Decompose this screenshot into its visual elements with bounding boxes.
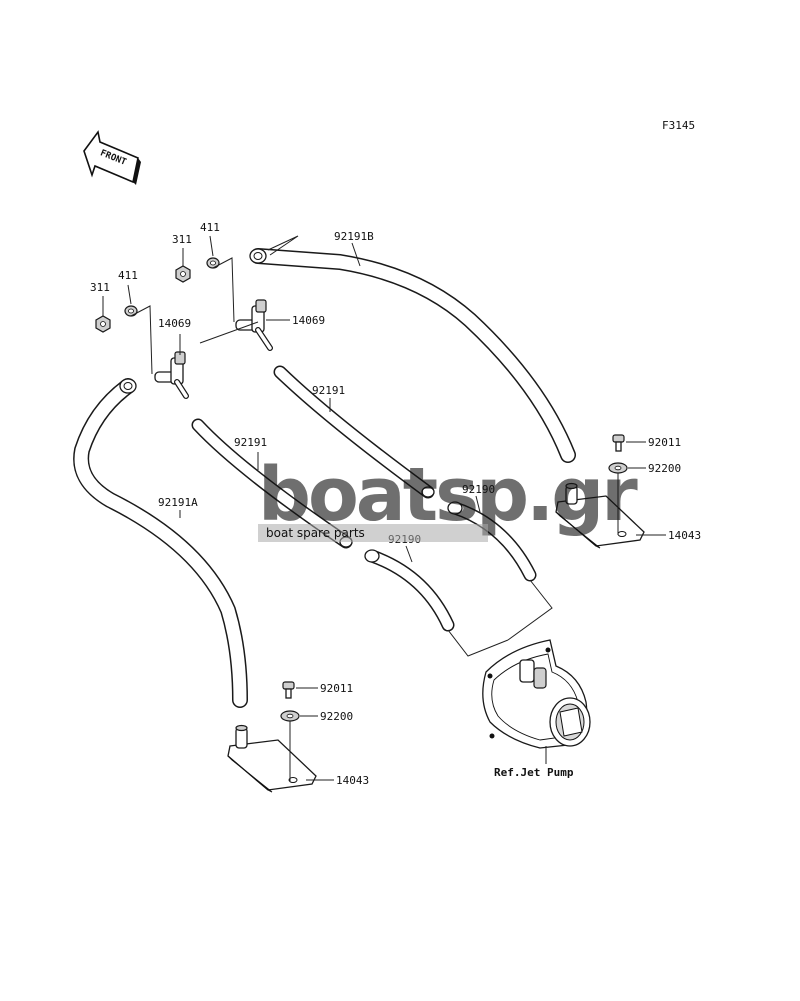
bolt-92011-icon bbox=[612, 434, 625, 452]
jet-pump-icon bbox=[482, 639, 591, 749]
nut-311-icon bbox=[175, 265, 191, 283]
callout-311: 311 bbox=[90, 281, 110, 294]
callout-92200: 92200 bbox=[648, 462, 681, 475]
callout-411: 411 bbox=[200, 221, 220, 234]
callout-92191: 92191 bbox=[234, 436, 267, 449]
watermark-tagline: boat spare parts bbox=[266, 526, 365, 540]
callout-14043: 14043 bbox=[336, 774, 369, 787]
callout-92191a: 92191A bbox=[158, 496, 198, 509]
hose-92190-right bbox=[447, 501, 537, 582]
callout-92200: 92200 bbox=[320, 710, 353, 723]
bracket-14043-icon bbox=[227, 724, 317, 793]
washer-411-icon bbox=[124, 305, 138, 317]
washer-92200-icon bbox=[280, 710, 300, 722]
front-arrow-icon: FRONT bbox=[83, 130, 141, 185]
hose-92190-left bbox=[364, 549, 455, 632]
callout-14069: 14069 bbox=[158, 317, 191, 330]
callout-92191: 92191 bbox=[312, 384, 345, 397]
bracket-14043-icon bbox=[555, 482, 645, 549]
callout-14069: 14069 bbox=[292, 314, 325, 327]
leader-lines bbox=[102, 235, 666, 782]
nut-311-icon bbox=[95, 315, 111, 333]
figure-code: F3145 bbox=[662, 119, 695, 132]
connection-line-right bbox=[507, 579, 553, 641]
watermark: boatsp.gr boat spare parts bbox=[258, 452, 641, 542]
callout-14043: 14043 bbox=[668, 529, 701, 542]
callout-ref-jet-pump: Ref.Jet Pump bbox=[494, 766, 574, 779]
hose-92191-upper bbox=[273, 365, 435, 499]
hose-92191a bbox=[73, 378, 248, 708]
callout-92011: 92011 bbox=[320, 682, 353, 695]
callout-92191b: 92191B bbox=[334, 230, 374, 243]
bolt-92011-icon bbox=[282, 681, 295, 699]
callout-411: 411 bbox=[118, 269, 138, 282]
callout-92190: 92190 bbox=[462, 483, 495, 496]
hose-92191b bbox=[249, 248, 576, 463]
connection-line-left bbox=[447, 629, 509, 657]
callout-311: 311 bbox=[172, 233, 192, 246]
watermark-brand: boatsp.gr bbox=[258, 452, 638, 538]
callout-92011: 92011 bbox=[648, 436, 681, 449]
fitting-14069-icon bbox=[154, 351, 189, 399]
washer-411-icon bbox=[206, 257, 220, 269]
fitting-14069-icon bbox=[235, 299, 273, 351]
